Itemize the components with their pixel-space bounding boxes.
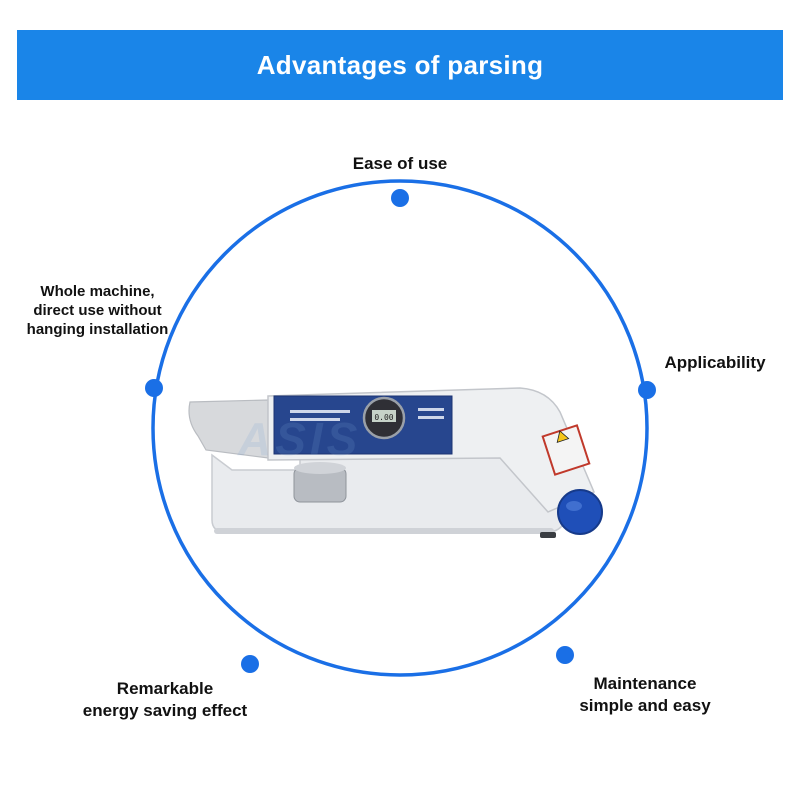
machine-lever-arm <box>188 399 269 459</box>
node-dot-lower-left <box>241 655 259 673</box>
header-banner: Advantages of parsing <box>17 30 783 100</box>
label-whole-machine: Whole machine, direct use without hangin… <box>26 283 169 338</box>
label-maintenance: Maintenance simple and easy <box>579 674 711 715</box>
page-title: Advantages of parsing <box>256 49 544 80</box>
label-energy-saving: Remarkable energy saving effect <box>82 679 248 720</box>
label-ease-of-use: Ease of use <box>352 154 448 173</box>
node-dot-right <box>638 381 656 399</box>
node-dot-upper-left <box>145 379 163 397</box>
node-dot-top <box>391 189 409 207</box>
machine-knob <box>557 489 603 535</box>
product-image: 0.00 <box>188 387 603 538</box>
label-applicability: Applicability <box>664 353 766 372</box>
product-watermark: ASIS <box>238 413 362 465</box>
node-dot-lower-right <box>556 646 574 664</box>
diagram-ring <box>151 179 649 677</box>
gauge-reading: 0.00 <box>374 413 393 422</box>
machine-label-panel <box>273 395 453 455</box>
